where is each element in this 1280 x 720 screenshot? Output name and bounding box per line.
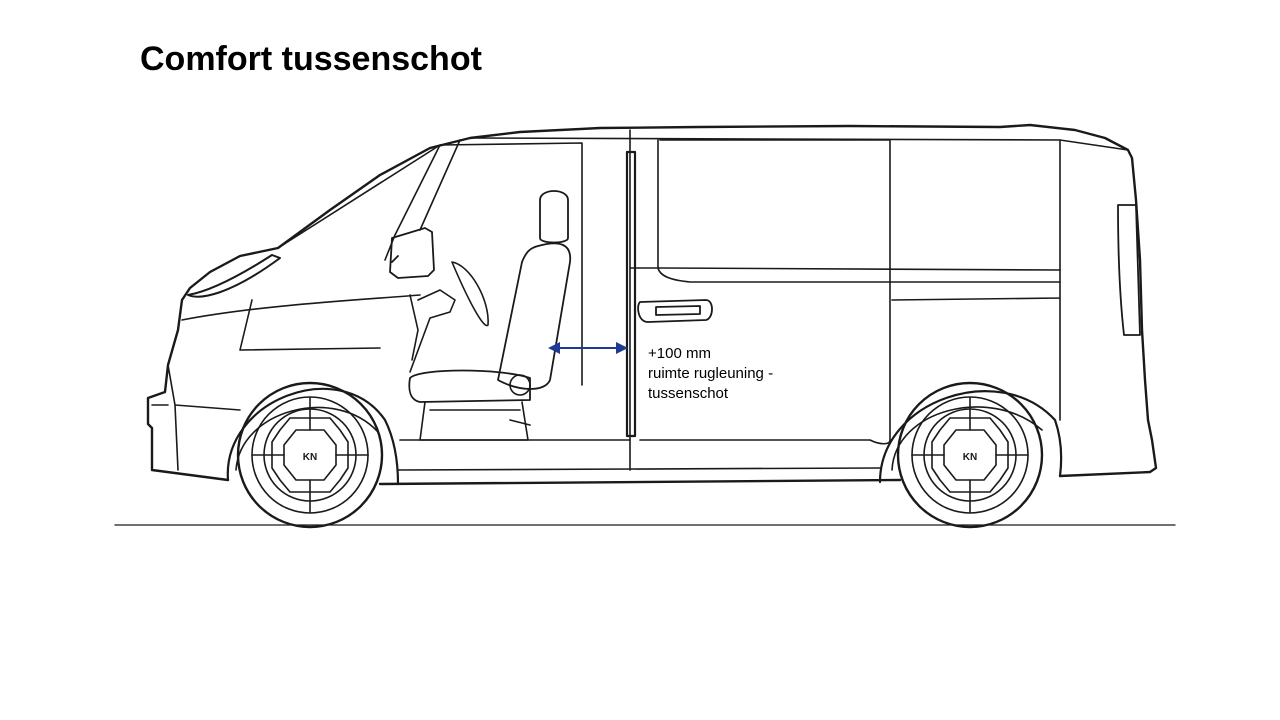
dimension-annotation: +100 mm ruimte rugleuning - tussenschot	[648, 344, 773, 404]
partition-wall	[625, 150, 637, 438]
annotation-value: +100 mm	[648, 345, 711, 362]
slide-title: Comfort tussenschot	[140, 40, 482, 78]
cab-side-line	[239, 299, 381, 351]
seat-headrest	[539, 190, 569, 244]
annotation-description: ruimte rugleuning -	[648, 365, 774, 382]
dimension-arrow	[548, 342, 628, 354]
seat-backrest	[497, 242, 572, 390]
side-mirror	[389, 227, 435, 279]
front-side-window	[419, 139, 583, 386]
driver-arm	[409, 289, 456, 373]
kia-logo-icon: KN	[303, 452, 317, 463]
hood-line	[181, 294, 421, 321]
front-wheel	[236, 381, 384, 529]
door-handle	[637, 299, 713, 323]
front-bumper	[151, 364, 241, 471]
van-body-outline	[146, 123, 1158, 486]
kia-logo-icon-rear: KN	[963, 452, 977, 463]
windshield	[277, 144, 441, 261]
rear-body-panel	[891, 139, 1061, 421]
seat-base	[419, 401, 531, 441]
annotation-description-cont: tussenschot	[648, 385, 729, 402]
rear-wheel-arch	[878, 390, 1063, 484]
door-rail	[629, 267, 1061, 271]
rear-light	[1117, 204, 1141, 336]
seat-cushion	[408, 369, 531, 403]
seat-recline-knob	[509, 374, 531, 396]
front-wheel-arch-inner	[235, 406, 379, 471]
headlight	[187, 254, 281, 298]
rocker-panel	[397, 439, 881, 471]
rear-wheel	[896, 381, 1044, 529]
steering-wheel	[451, 261, 489, 327]
